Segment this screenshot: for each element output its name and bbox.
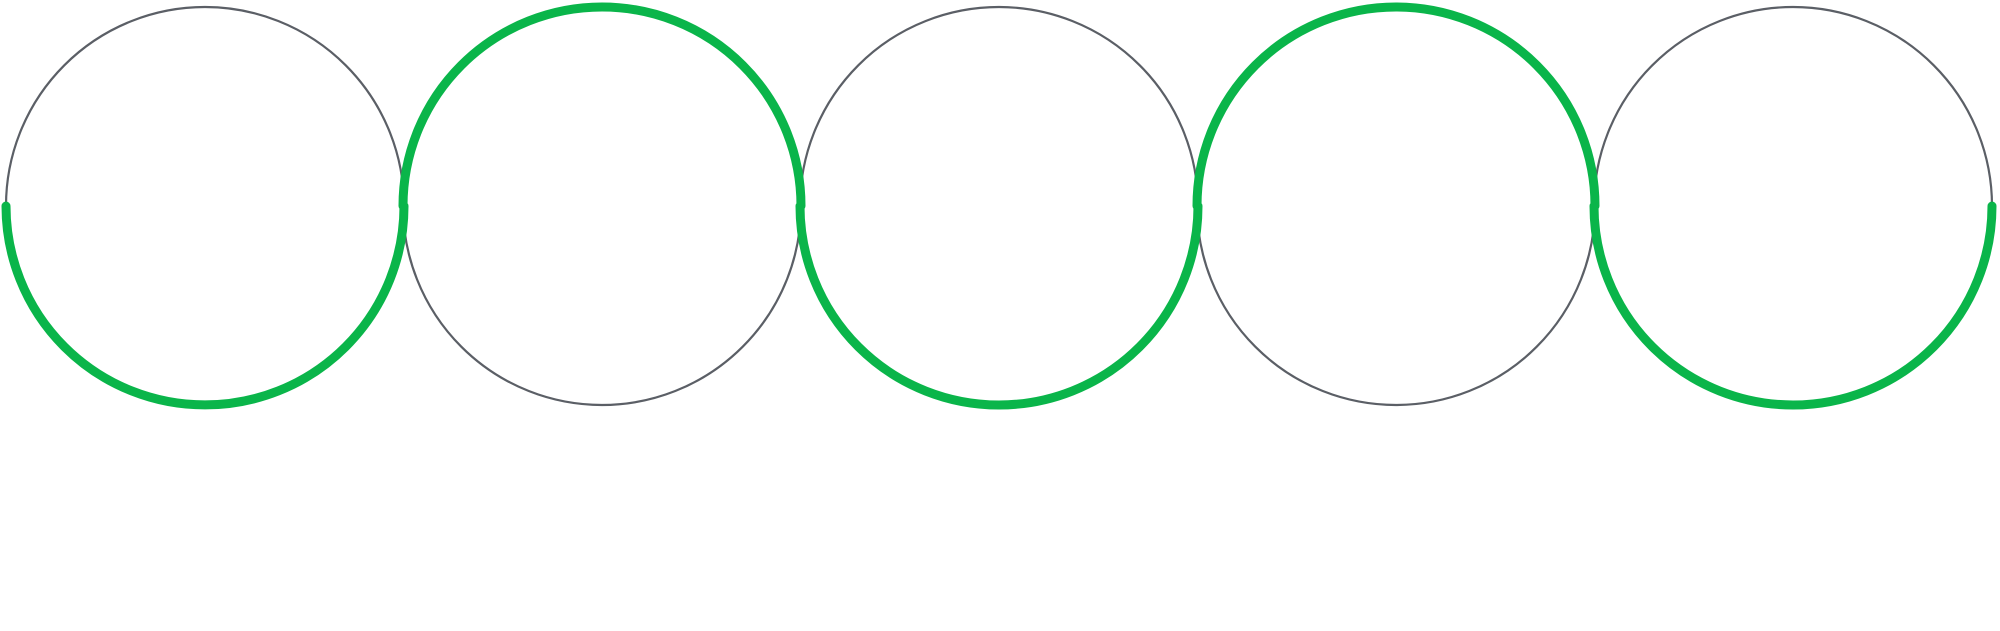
highlight-arc-1-bottom xyxy=(1,201,409,410)
highlight-arc-5-bottom xyxy=(1589,201,1997,410)
highlight-arc-2-top xyxy=(398,2,806,211)
highlight-arc-4-top xyxy=(1192,2,1600,211)
outline-layer xyxy=(4,5,1994,407)
highlight-arc-3-bottom xyxy=(795,201,1203,410)
highlight-path-layer xyxy=(1,2,1997,410)
